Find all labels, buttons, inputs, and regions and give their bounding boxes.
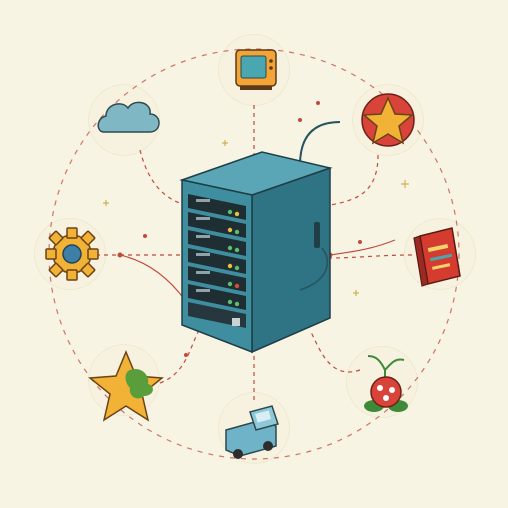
star-icon: [361, 93, 415, 147]
rack-leds: [196, 199, 240, 326]
sparkles: [103, 140, 409, 296]
connectors: [96, 105, 413, 400]
red-book-icon: [413, 227, 461, 287]
piranha-plant-icon: [364, 355, 408, 412]
accent-lines: [119, 239, 396, 301]
connector-cloud: [139, 149, 186, 206]
connector-star: [329, 154, 379, 206]
connector-plant: [309, 329, 361, 373]
connector-book: [329, 254, 413, 259]
gear-icon: [45, 227, 99, 281]
server-rack-icon: [179, 121, 341, 354]
cloud-icon: [97, 101, 160, 133]
outer-ring: [48, 48, 460, 460]
truck-icon: [225, 405, 279, 459]
retro-tv-icon: [235, 49, 277, 90]
star-map-icon: [88, 350, 164, 422]
